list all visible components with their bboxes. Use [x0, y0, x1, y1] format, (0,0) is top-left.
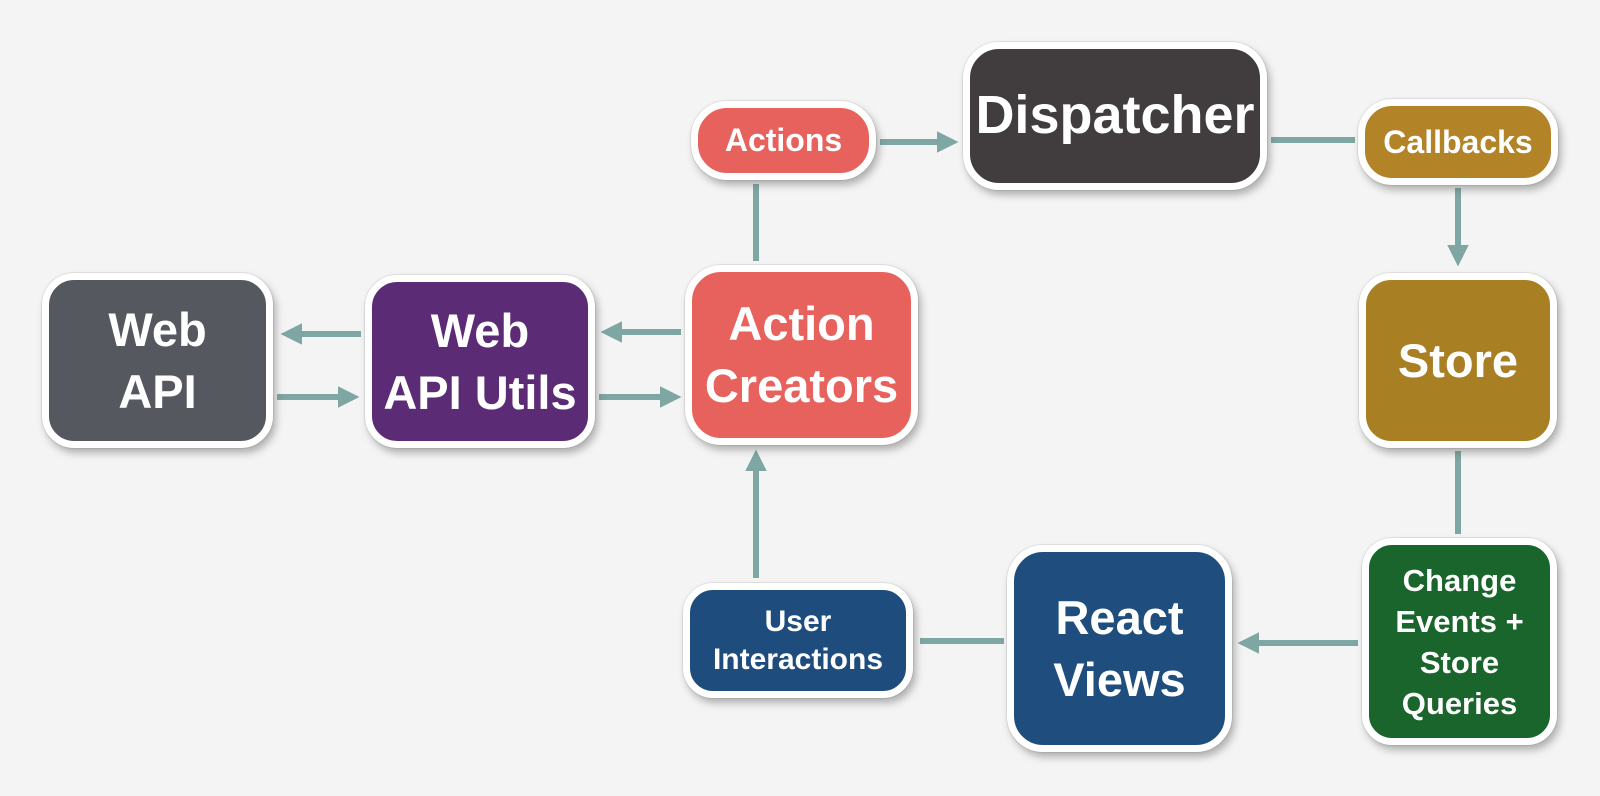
node-actions: Actions	[691, 101, 876, 180]
node-react-views-label: React Views	[1053, 590, 1186, 706]
node-web-api-label: Web API	[108, 302, 207, 418]
node-web-api-utils-label: Web API Utils	[383, 303, 577, 419]
node-web-api-utils: Web API Utils	[365, 275, 595, 448]
node-action-creators: Action Creators	[685, 265, 918, 445]
node-change-events-label: Change Events + Store Queries	[1395, 562, 1524, 721]
node-store: Store	[1359, 273, 1557, 448]
node-user-interactions: User Interactions	[683, 583, 913, 698]
node-web-api: Web API	[42, 273, 273, 448]
node-callbacks: Callbacks	[1358, 99, 1558, 185]
node-action-creators-label: Action Creators	[704, 297, 899, 412]
node-store-label: Store	[1397, 333, 1519, 387]
node-user-interactions-label: User Interactions	[712, 604, 884, 676]
node-react-views: React Views	[1007, 545, 1232, 752]
node-actions-label: Actions	[724, 122, 843, 159]
node-dispatcher-label: Dispatcher	[975, 85, 1255, 146]
node-change-events: Change Events + Store Queries	[1362, 538, 1557, 745]
node-callbacks-label: Callbacks	[1383, 123, 1533, 160]
node-dispatcher: Dispatcher	[963, 42, 1267, 190]
